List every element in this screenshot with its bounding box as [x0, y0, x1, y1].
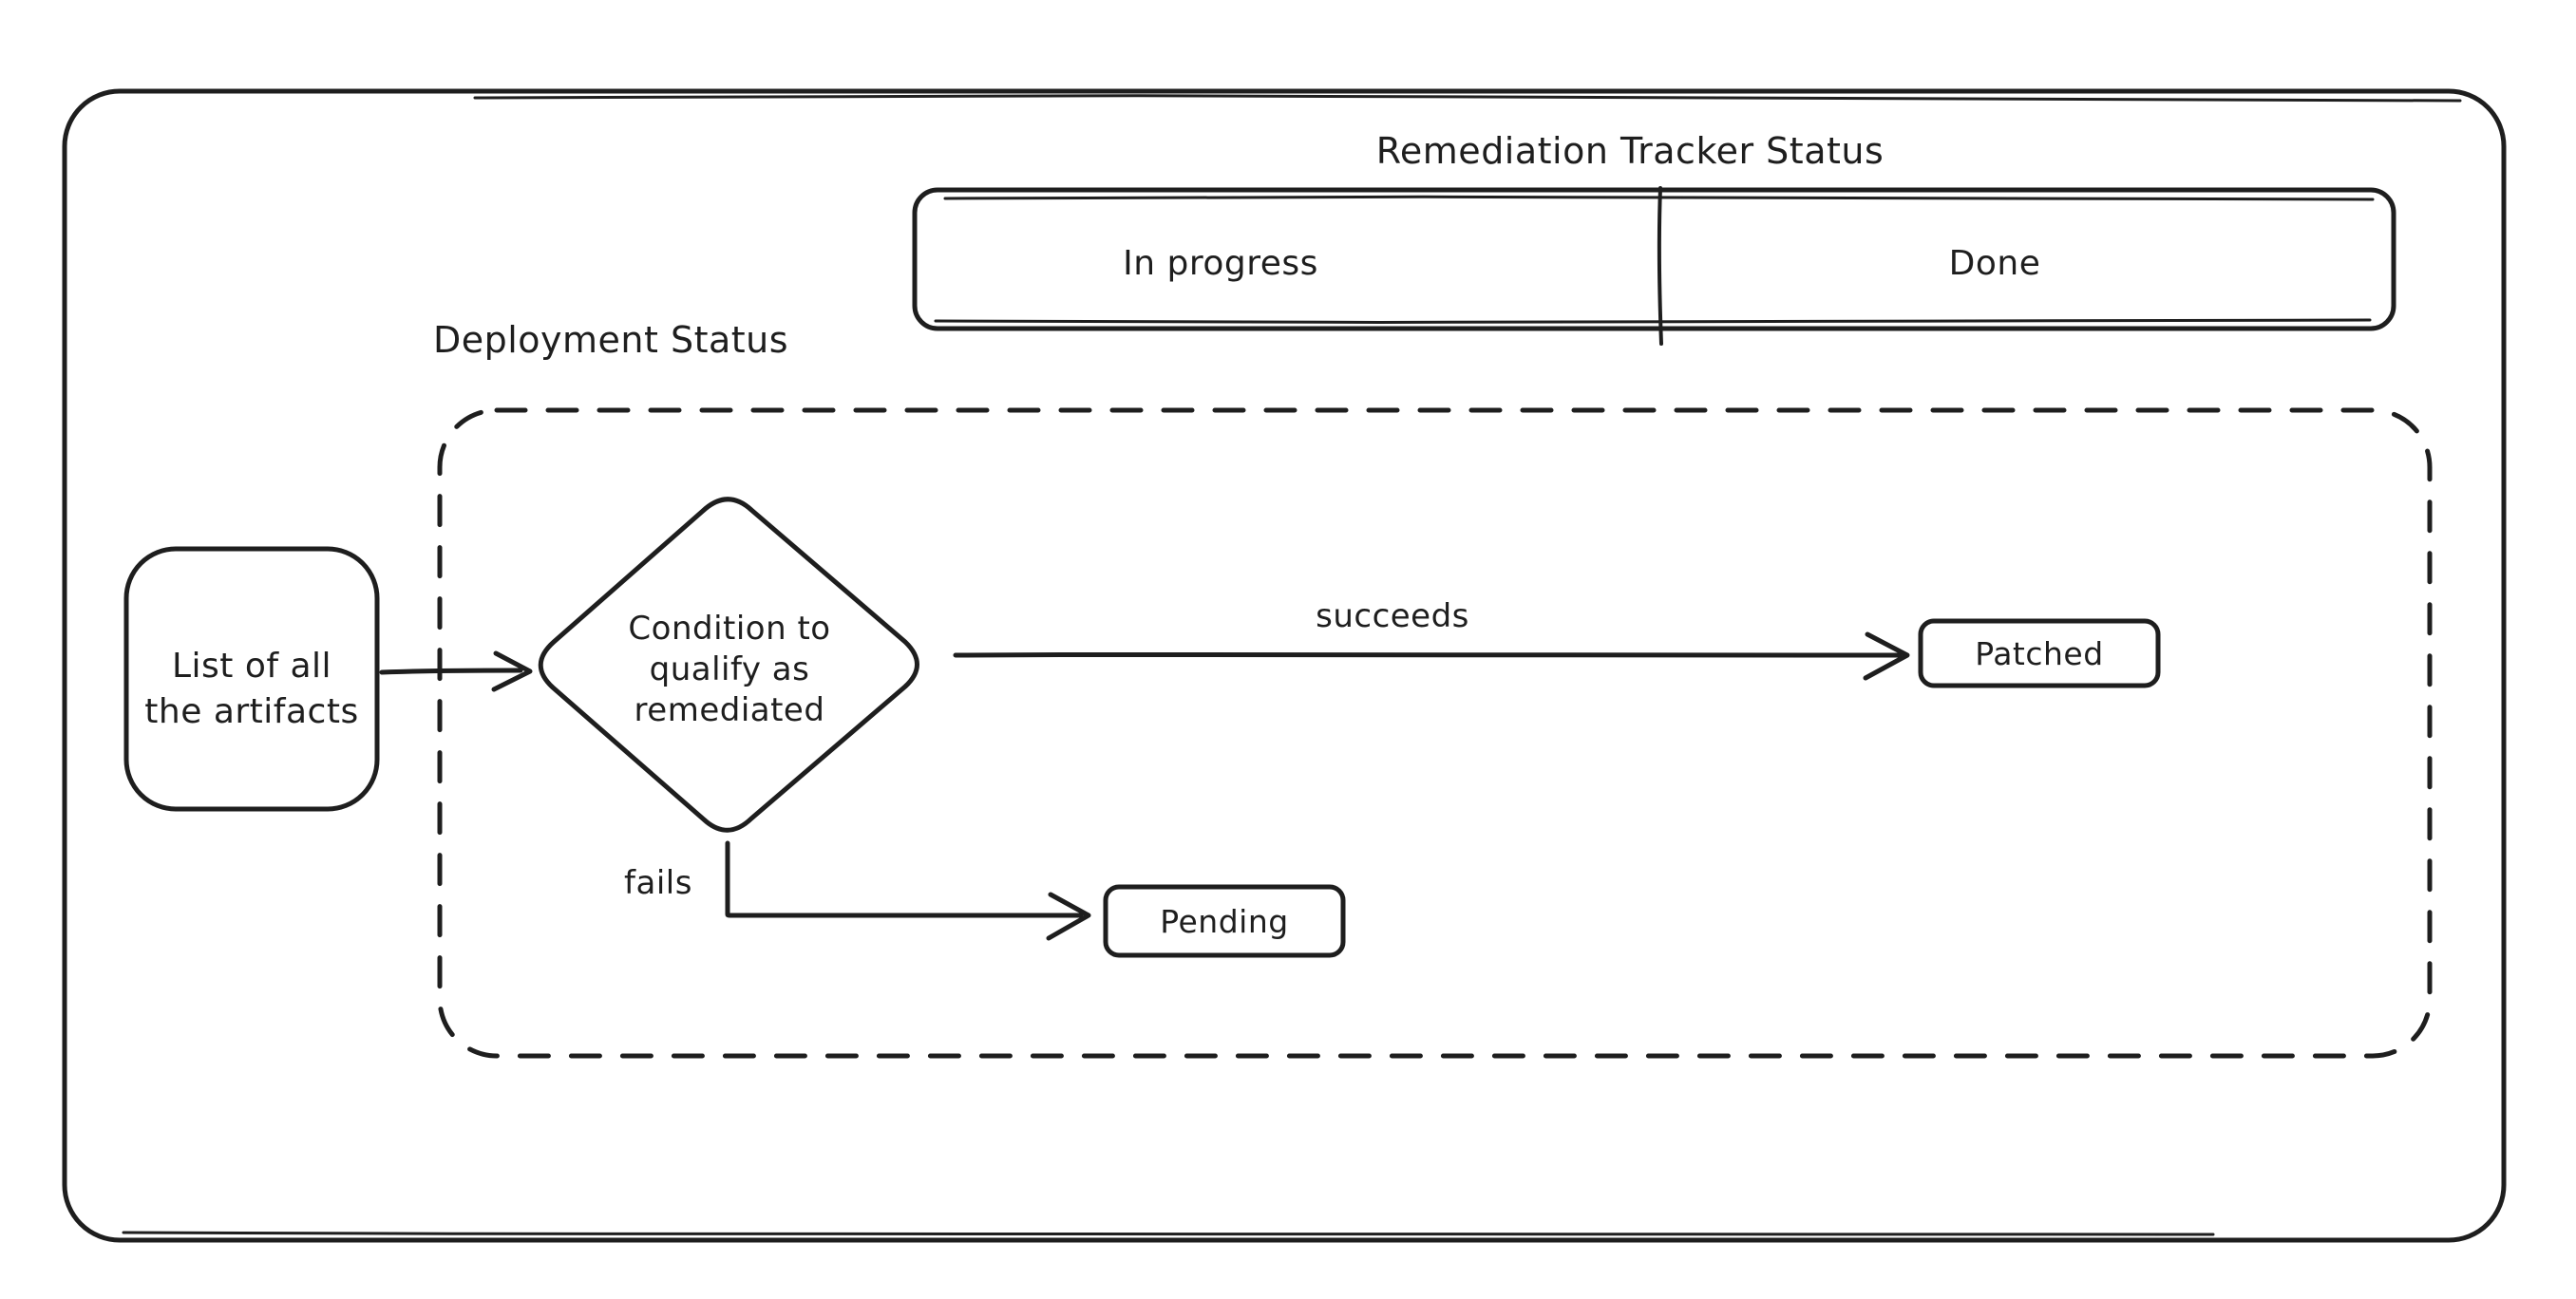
arrow-succeeds — [953, 651, 1903, 658]
succeeds-edge-label: succeeds — [1316, 597, 1469, 635]
artifacts-label-line-1: List of all — [172, 647, 331, 686]
patched-label: Patched — [1975, 635, 2103, 672]
outer-frame-bottom-doubled-stroke — [122, 1231, 2215, 1236]
tracker-table — [912, 187, 2396, 331]
fails-edge-label: fails — [624, 864, 692, 902]
decision-label-line-1: Condition to — [628, 610, 830, 648]
outer-frame-top-doubled-stroke — [473, 94, 2462, 103]
arrow-artifacts-to-decision — [379, 668, 523, 675]
artifacts-label-line-2: the artifacts — [144, 692, 358, 731]
tracker-table-top-doubled-stroke — [943, 195, 2375, 201]
outer-frame — [62, 88, 2507, 1243]
pending-label: Pending — [1160, 903, 1288, 940]
arrowhead-succeeds — [1863, 631, 1910, 681]
patched-node — [1918, 618, 2161, 688]
decision-diamond — [538, 497, 919, 833]
decision-label-line-3: remediated — [635, 691, 825, 729]
arrowhead-artifacts-to-decision — [491, 650, 533, 692]
arrow-fails — [725, 840, 1084, 918]
tracker-title: Remediation Tracker Status — [1376, 130, 1885, 172]
deployment-status-label: Deployment Status — [433, 319, 788, 361]
tracker-column-done-label: Done — [1949, 244, 2041, 283]
pending-node — [1103, 884, 1346, 958]
tracker-table-bottom-doubled-stroke — [934, 318, 2372, 325]
tracker-column-divider — [1657, 186, 1663, 346]
arrowhead-fails — [1046, 892, 1091, 941]
artifacts-node — [123, 546, 380, 812]
deployment-container — [437, 407, 2433, 1059]
tracker-column-in-progress-label: In progress — [1123, 244, 1318, 283]
decision-label-line-2: qualify as — [650, 650, 810, 688]
